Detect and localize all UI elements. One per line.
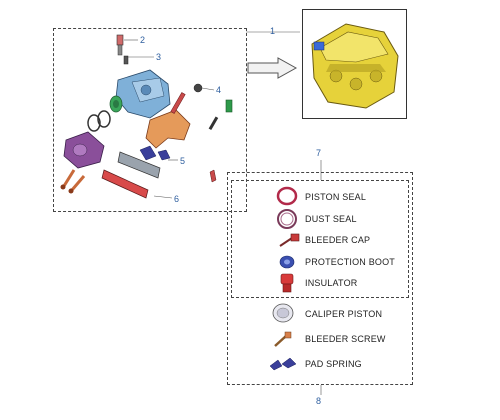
assembled-caliper-image — [306, 14, 404, 114]
piston-seal-icon — [276, 186, 298, 206]
legend-label-piston-seal: PISTON SEAL — [305, 192, 366, 202]
legend-label-caliper-piston: CALIPER PISTON — [305, 309, 382, 319]
protection-boot-icon — [278, 254, 296, 270]
caliper-piston-body-part — [64, 132, 104, 168]
callout-6: 6 — [174, 194, 179, 204]
caliper-housing-part — [116, 70, 170, 118]
arrow-right-icon — [246, 56, 298, 80]
insulator-icon — [278, 272, 296, 294]
callout-5: 5 — [180, 156, 185, 166]
green-seal-part — [110, 96, 122, 112]
legend-label-dust-seal: DUST SEAL — [305, 214, 357, 224]
dust-seal-icon — [276, 208, 298, 230]
green-bleeder-part — [209, 100, 232, 130]
caliper-piston-icon — [270, 302, 296, 324]
pad-springs-part — [140, 146, 216, 182]
callout-3: 3 — [156, 52, 161, 62]
callout-7: 7 — [316, 148, 321, 158]
bleeder-screw-icon — [272, 330, 294, 350]
bleeder-screw-part — [117, 35, 123, 55]
bleeder-cap-icon — [276, 232, 302, 250]
callout-2: 2 — [140, 35, 145, 45]
callout-8-leader — [319, 385, 323, 395]
legend-label-bleeder-cap: BLEEDER CAP — [305, 235, 370, 245]
piston-rings-part — [88, 111, 110, 131]
legend-label-bleeder-screw: BLEEDER SCREW — [305, 334, 386, 344]
guide-bolts-part — [61, 170, 85, 194]
callout-4: 4 — [216, 85, 221, 95]
legend-label-insulator: INSULATOR — [305, 278, 357, 288]
callout-8: 8 — [316, 396, 321, 406]
legend-label-protection-boot: PROTECTION BOOT — [305, 257, 395, 267]
legend-label-pad-spring: PAD SPRING — [305, 359, 362, 369]
bleeder-cap-part — [194, 84, 202, 92]
pad-spring-icon — [268, 354, 298, 372]
brake-pads-part — [102, 152, 160, 198]
small-screw-part — [124, 56, 128, 64]
callout-1: 1 — [270, 26, 275, 36]
